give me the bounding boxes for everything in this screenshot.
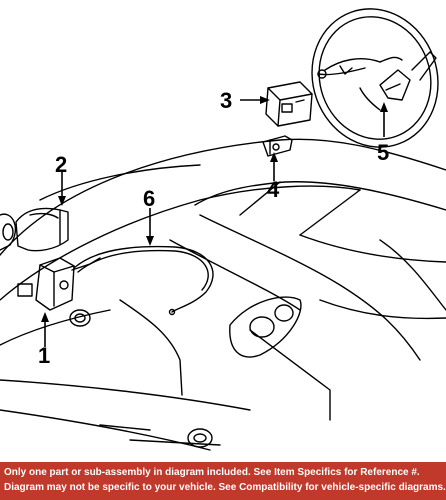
callout-2: 2 xyxy=(55,152,67,177)
callout-arrowheads xyxy=(41,96,388,322)
right-headlamp xyxy=(229,296,302,358)
actuator-cable xyxy=(73,245,214,316)
callout-5: 5 xyxy=(377,140,389,165)
parts-diagram: 1 2 3 4 5 6 xyxy=(0,8,446,451)
callout-leaders xyxy=(44,99,385,347)
steering-wheel-assembly xyxy=(311,8,439,148)
cruise-control-module xyxy=(265,81,313,127)
disclaimer-banner: Only one part or sub-assembly in diagram… xyxy=(0,462,446,500)
callout-4: 4 xyxy=(267,177,280,202)
actuator-cover xyxy=(15,207,69,252)
callout-1: 1 xyxy=(38,343,50,368)
fog-lamps xyxy=(69,309,213,448)
callout-3: 3 xyxy=(220,88,232,113)
disclaimer-line-2: Diagram may not be specific to your vehi… xyxy=(4,482,446,493)
disclaimer-line-1: Only one part or sub-assembly in diagram… xyxy=(4,467,420,478)
cruise-control-switch xyxy=(379,69,411,101)
callout-6: 6 xyxy=(143,186,155,211)
car-body-outline xyxy=(0,138,446,451)
stop-lamp-switch xyxy=(262,135,293,157)
left-headlamp xyxy=(0,213,16,251)
